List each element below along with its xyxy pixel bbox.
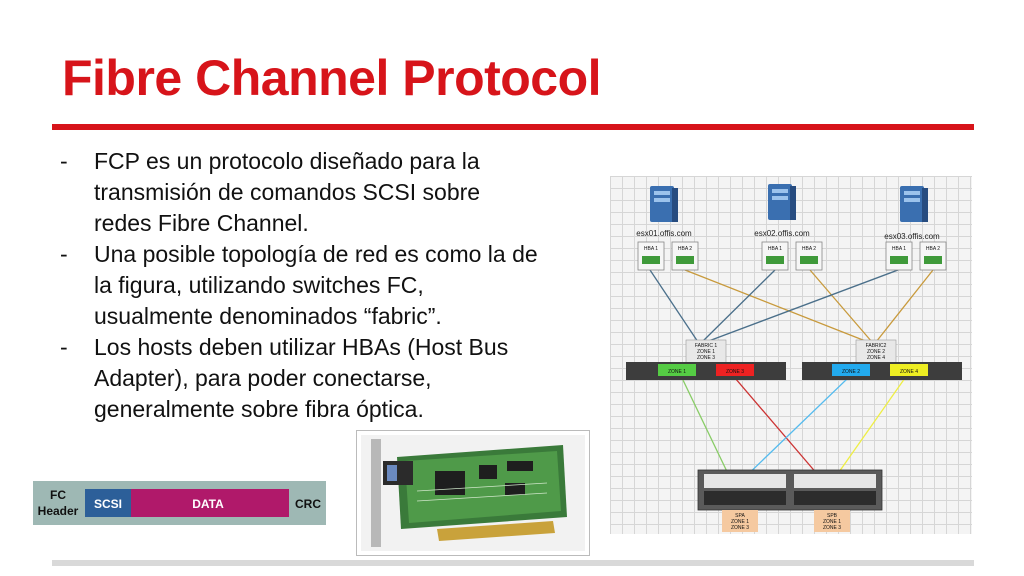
fc-frame-svg: FC Header SCSI DATA CRC <box>33 481 326 525</box>
link-esx03-hba2-fabric2 <box>875 269 934 343</box>
host-name: esx03.offis.com <box>884 232 940 241</box>
bullet-line: Los hosts deben utilizar HBAs (Host Bus <box>94 334 509 360</box>
hba-card-illustration <box>361 435 585 551</box>
fc-switch-fabric1: FABRIC 1 ZONE 1 ZONE 3 ZONE 1 ZONE 3 <box>626 339 786 380</box>
host-name: esx02.offis.com <box>754 229 810 238</box>
hba-label: HBA 2 <box>802 246 816 252</box>
bullet-line: FCP es un protocolo diseñado para la <box>94 148 480 174</box>
footer-bar <box>52 560 974 566</box>
bullet-marker: - <box>60 241 68 267</box>
switch-port-zone3 <box>716 364 754 376</box>
switch-port-zone1 <box>658 364 696 376</box>
storage-label-spa <box>722 510 758 532</box>
switch-label: ZONE 1 <box>697 349 715 355</box>
host-esx03: esx03.offis.com HBA 1 HBA 2 <box>884 186 947 271</box>
hba-label: HBA 2 <box>678 246 692 252</box>
hba-label: HBA 1 <box>768 246 782 252</box>
bullet-marker: - <box>60 148 68 174</box>
switch-label: FABRIC2 <box>866 343 887 349</box>
bullet-item: - Una posible topología de red es como l… <box>60 239 600 332</box>
host-esx02: esx02.offis.com HBA 1 HBA 2 <box>754 184 823 271</box>
fc-frame-diagram: FC Header SCSI DATA CRC <box>33 481 326 525</box>
bullet-list: - FCP es un protocolo diseñado para la t… <box>60 146 600 425</box>
bullet-marker: - <box>60 334 68 360</box>
title-underline <box>52 124 974 130</box>
bullet-line: Una posible topología de red es como la … <box>94 241 538 267</box>
zone-links <box>681 377 906 483</box>
port-label: ZONE 3 <box>726 369 744 375</box>
bullet-line: la figura, utilizando switches FC, <box>94 272 424 298</box>
server-icon <box>768 184 796 220</box>
hba-label: HBA 2 <box>926 246 940 252</box>
hba-card-photo <box>356 430 590 556</box>
san-topology-diagram: esx01.offis.com HBA 1 HBA 2 esx02.offis.… <box>610 176 972 534</box>
bullet-line: redes Fibre Channel. <box>94 210 309 236</box>
data-label: DATA <box>192 497 224 511</box>
link-zone4 <box>831 377 906 483</box>
link-esx01-hba1-fabric1 <box>649 269 699 343</box>
fc-switch-fabric2: FABRIC2 ZONE 2 ZONE 4 ZONE 2 ZONE 4 <box>802 339 962 380</box>
link-esx02-hba1-fabric1 <box>701 269 776 343</box>
hba-label: HBA 1 <box>644 246 658 252</box>
crc-label: CRC <box>295 497 321 511</box>
bullet-line: usualmente denominados “fabric”. <box>94 303 442 329</box>
port-label: ZONE 4 <box>900 369 918 375</box>
link-esx03-hba1-fabric1 <box>705 269 899 343</box>
bullet-item: - FCP es un protocolo diseñado para la t… <box>60 146 600 239</box>
scsi-segment <box>85 489 131 517</box>
server-icon <box>650 186 678 222</box>
link-zone3 <box>734 377 825 483</box>
switch-label: ZONE 3 <box>697 355 715 361</box>
storage-array: SPA ZONE 1 ZONE 3 SPB ZONE 1 ZONE 3 <box>697 469 883 532</box>
switch-port-zone4 <box>890 364 928 376</box>
link-zone1 <box>681 377 733 483</box>
storage-label: ZONE 3 <box>823 525 841 531</box>
hba-label: HBA 1 <box>892 246 906 252</box>
storage-label: ZONE 1 <box>823 519 841 525</box>
storage-label: SPB <box>827 513 838 519</box>
bullet-line: generalmente sobre fibra óptica. <box>94 396 424 422</box>
bullet-line: Adapter), para poder conectarse, <box>94 365 432 391</box>
link-esx01-hba2-fabric2 <box>684 269 869 343</box>
data-segment <box>131 489 289 517</box>
fc-header-label: Header <box>38 504 79 518</box>
storage-label-spb <box>814 510 850 532</box>
switch-label: ZONE 4 <box>867 355 885 361</box>
fabric-links <box>649 269 934 343</box>
switch-port-zone2 <box>832 364 870 376</box>
fc-header-label: FC <box>50 488 66 502</box>
switch-label: ZONE 2 <box>867 349 885 355</box>
host-esx01: esx01.offis.com HBA 1 HBA 2 <box>636 186 699 271</box>
storage-label: ZONE 3 <box>731 525 749 531</box>
scsi-label: SCSI <box>94 497 122 511</box>
link-esx02-hba2-fabric2 <box>809 269 873 343</box>
port-label: ZONE 1 <box>668 369 686 375</box>
slide-title: Fibre Channel Protocol <box>62 50 602 106</box>
port-label: ZONE 2 <box>842 369 860 375</box>
storage-label: SPA <box>735 513 745 519</box>
link-zone2 <box>739 377 849 483</box>
bullet-item: - Los hosts deben utilizar HBAs (Host Bu… <box>60 332 600 425</box>
switch-label: FABRIC 1 <box>695 343 717 349</box>
bullet-line: transmisión de comandos SCSI sobre <box>94 179 481 205</box>
server-icon <box>900 186 928 222</box>
topology-svg: esx01.offis.com HBA 1 HBA 2 esx02.offis.… <box>626 184 962 532</box>
host-name: esx01.offis.com <box>636 229 692 238</box>
storage-label: ZONE 1 <box>731 519 749 525</box>
